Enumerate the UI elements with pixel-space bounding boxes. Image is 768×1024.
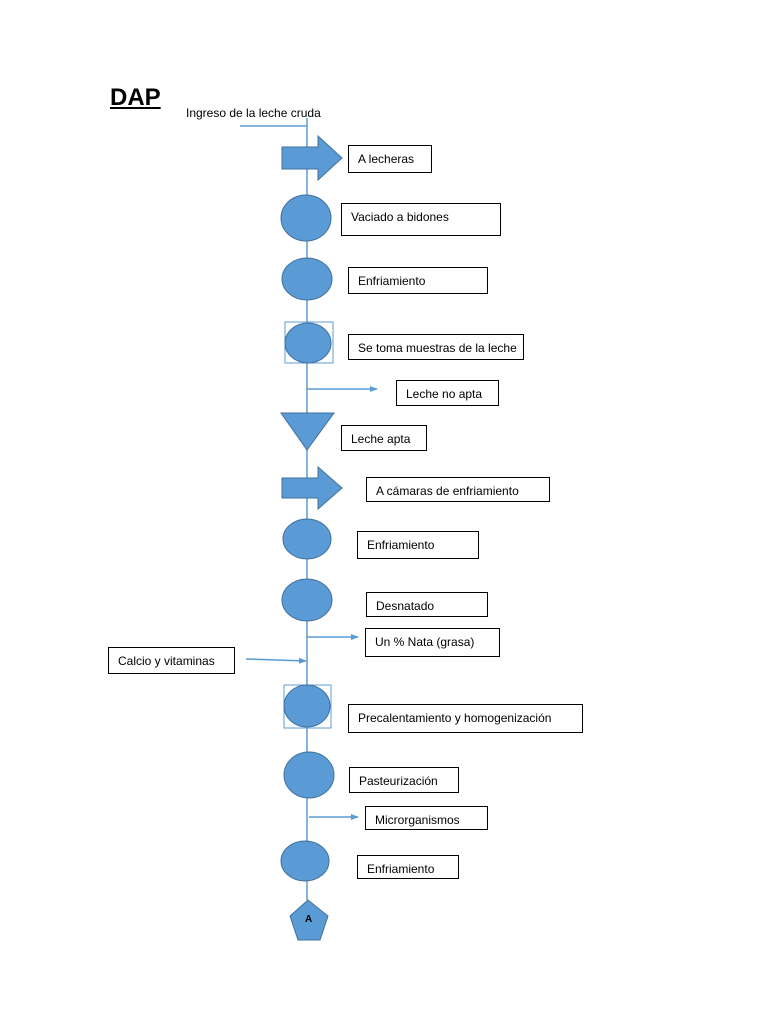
step-label-enfriamiento-2: Enfriamiento	[357, 531, 479, 559]
step-label-desnatado: Desnatado	[366, 592, 488, 617]
step-label-enfriamiento-3: Enfriamiento	[357, 855, 459, 879]
operation-circle-1	[280, 194, 332, 242]
step-label-enfriamiento-1: Enfriamiento	[348, 267, 488, 294]
step-label-camaras: A cámaras de enfriamiento	[366, 477, 550, 502]
step-label-nata: Un % Nata (grasa)	[365, 628, 500, 657]
connector-label: A	[305, 914, 313, 925]
operation-circle-5	[281, 578, 333, 622]
operation-circle-4	[282, 518, 332, 560]
operation-circle-2	[281, 257, 333, 301]
step-label-precalentamiento: Precalentamiento y homogenización	[348, 704, 583, 733]
step-label-a-lecheras: A lecheras	[348, 145, 432, 173]
diagram-title: DAP	[110, 84, 161, 111]
transport-symbol-1	[281, 134, 343, 182]
operation-circle-3	[284, 322, 332, 364]
step-label-apta: Leche apta	[341, 425, 427, 451]
storage-triangle	[280, 412, 335, 451]
operation-circle-7	[283, 751, 335, 799]
input-arrow-calcio	[245, 657, 307, 664]
step-label-calcio: Calcio y vitaminas	[108, 647, 235, 674]
step-label-no-apta: Leche no apta	[396, 380, 499, 406]
operation-circle-8	[280, 840, 330, 882]
step-label-vaciado: Vaciado a bidones	[341, 203, 501, 236]
step-label-muestras: Se toma muestras de la leche	[348, 334, 524, 360]
input-label: Ingreso de la leche cruda	[186, 106, 321, 120]
operation-circle-6	[283, 684, 331, 728]
off-page-connector	[289, 899, 329, 941]
step-label-microrganismos: Microrganismos	[365, 806, 488, 830]
transport-symbol-2	[281, 465, 343, 511]
step-label-pasteurizacion: Pasteurización	[349, 767, 459, 793]
